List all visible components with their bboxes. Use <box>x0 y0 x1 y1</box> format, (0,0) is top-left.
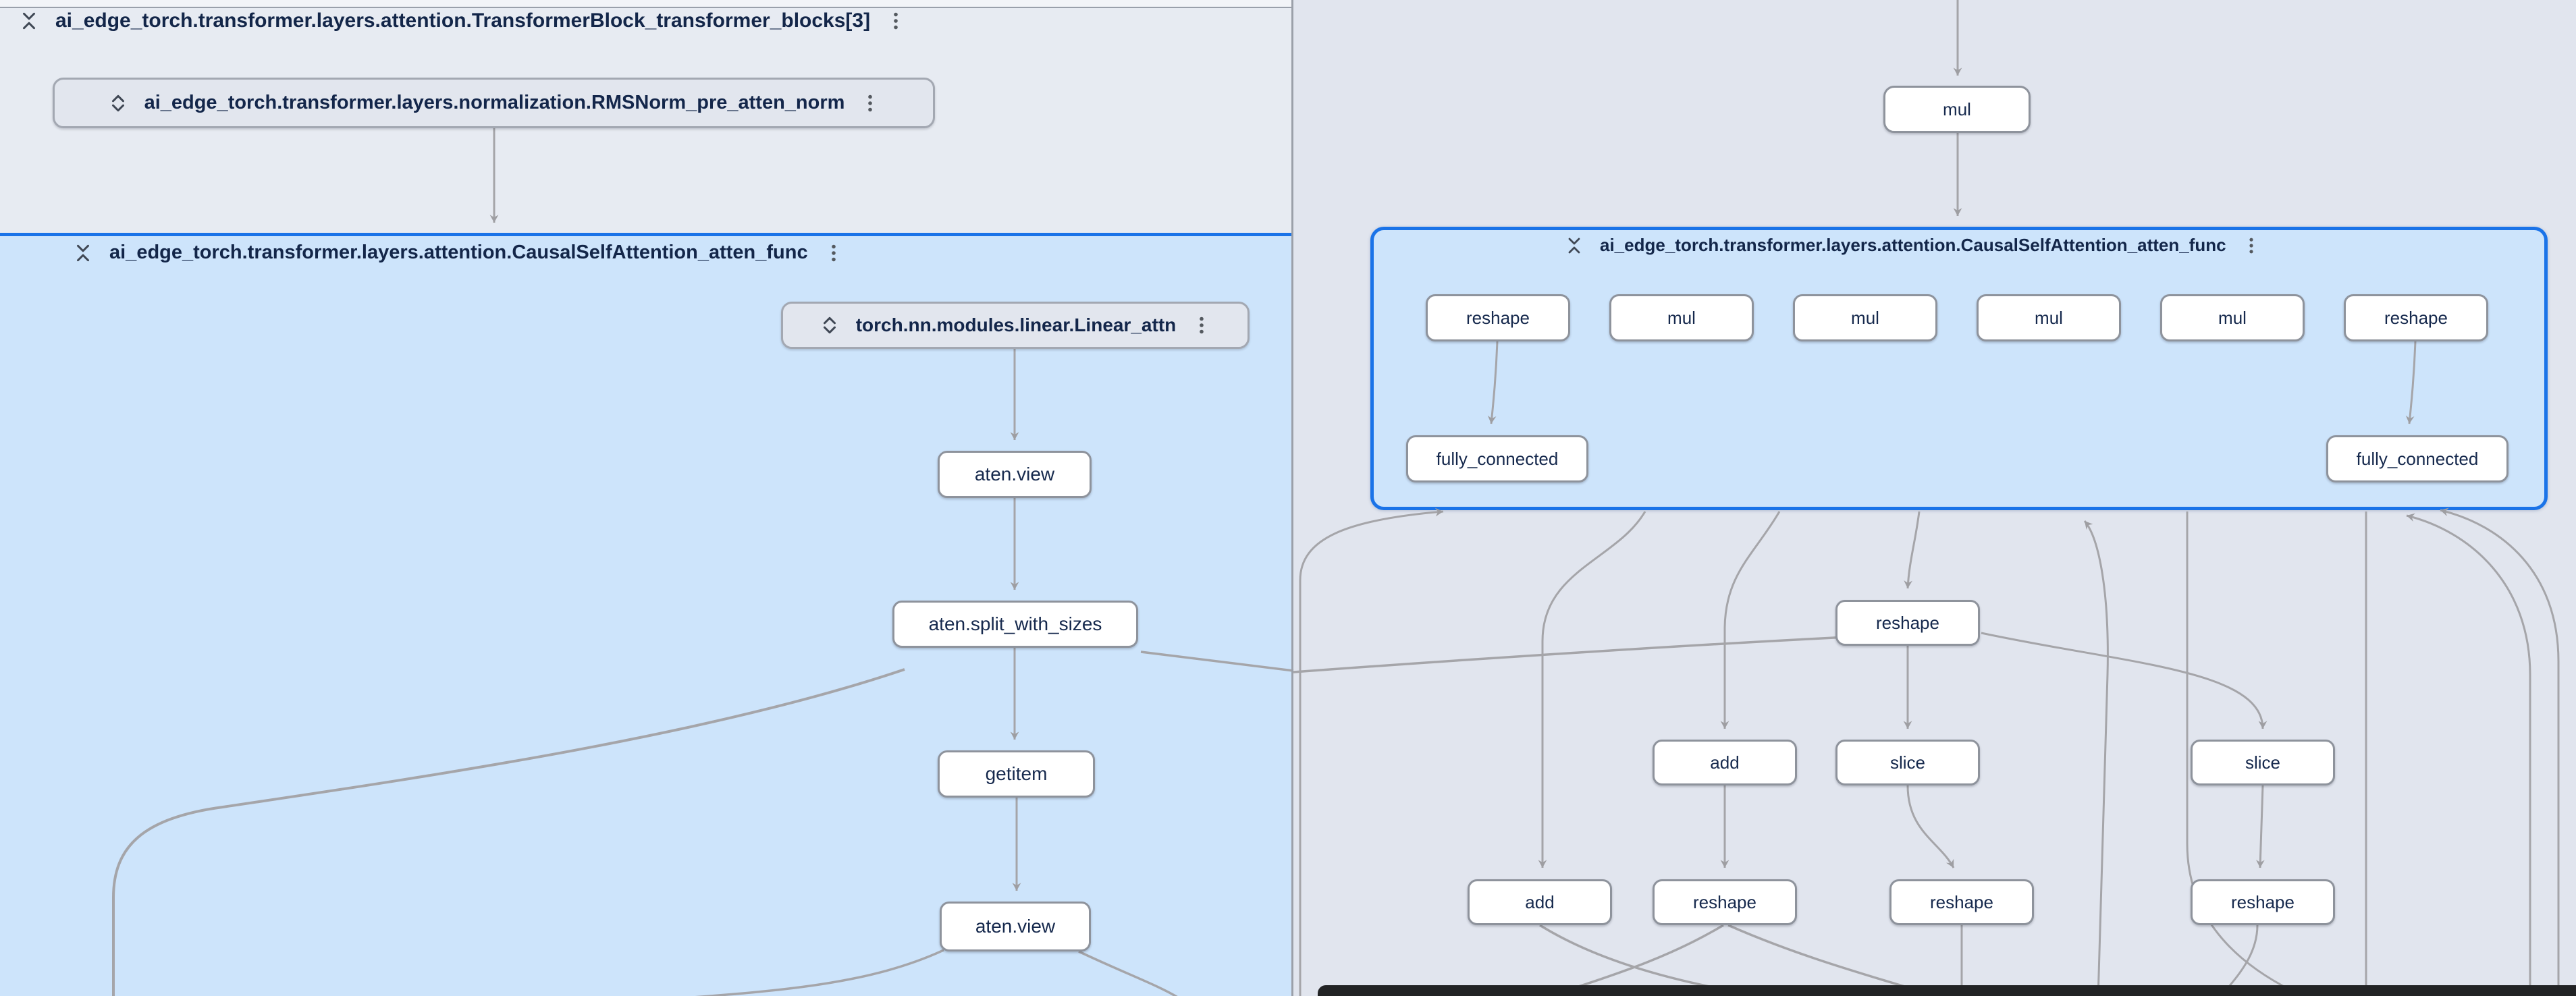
op-node-label: fully_connected <box>2356 448 2479 469</box>
op-node-mul-top[interactable]: mul <box>1883 86 2031 133</box>
op-node-label: aten.view <box>974 464 1055 485</box>
op-node-reshape-row1-left[interactable]: reshape <box>1426 294 1570 341</box>
op-node-add-2[interactable]: add <box>1468 879 1612 925</box>
op-node-mul-2[interactable]: mul <box>1793 294 1937 341</box>
op-node-fully-connected-right[interactable]: fully_connected <box>2326 435 2508 482</box>
op-node-label: mul <box>1667 307 1696 328</box>
op-node-aten-view-1[interactable]: aten.view <box>938 451 1092 498</box>
op-node-reshape-b3[interactable]: reshape <box>2191 879 2335 925</box>
kebab-menu-icon[interactable] <box>824 244 843 262</box>
op-node-label: reshape <box>1466 307 1530 328</box>
unfold-more-icon[interactable] <box>820 315 840 335</box>
group-header-causal-self-attention-right[interactable]: ai_edge_torch.transformer.layers.attenti… <box>1565 235 2260 256</box>
pane-divider[interactable] <box>1291 0 1293 996</box>
group-node-linear-attn[interactable]: torch.nn.modules.linear.Linear_attn <box>781 302 1250 349</box>
op-node-label: reshape <box>1876 612 1939 633</box>
op-node-fully-connected-left[interactable]: fully_connected <box>1406 435 1588 482</box>
kebab-menu-icon[interactable] <box>886 11 905 30</box>
unfold-less-icon[interactable] <box>73 243 93 263</box>
op-node-slice-2[interactable]: slice <box>2191 740 2335 785</box>
kebab-menu-icon[interactable] <box>2243 237 2260 254</box>
op-node-label: reshape <box>2384 307 2448 328</box>
op-node-reshape-row1-right[interactable]: reshape <box>2344 294 2488 341</box>
kebab-menu-icon[interactable] <box>1192 316 1211 335</box>
unfold-less-icon[interactable] <box>1565 236 1584 255</box>
op-node-label: reshape <box>1930 891 1993 912</box>
op-node-add-1[interactable]: add <box>1653 740 1797 785</box>
op-node-label: mul <box>2218 307 2247 328</box>
op-node-label: mul <box>1851 307 1879 328</box>
op-node-label: slice <box>1889 752 1925 773</box>
op-node-mul-4[interactable]: mul <box>2160 294 2305 341</box>
group-header-causal-self-attention-left[interactable]: ai_edge_torch.transformer.layers.attenti… <box>73 242 843 264</box>
op-node-label: slice <box>2245 752 2280 773</box>
op-node-mul-3[interactable]: mul <box>1977 294 2121 341</box>
op-node-label: aten.split_with_sizes <box>928 613 1102 634</box>
op-node-label: getitem <box>985 763 1048 784</box>
group-node-label: torch.nn.modules.linear.Linear_attn <box>855 314 1177 335</box>
group-title: ai_edge_torch.transformer.layers.attenti… <box>109 242 808 263</box>
op-node-label: aten.view <box>975 916 1056 937</box>
unfold-more-icon[interactable] <box>108 93 128 113</box>
op-node-label: mul <box>2035 307 2063 328</box>
op-node-aten-view-2[interactable]: aten.view <box>940 902 1091 951</box>
op-node-reshape-mid[interactable]: reshape <box>1835 600 1980 646</box>
op-node-label: mul <box>1943 99 1971 119</box>
op-node-label: add <box>1525 891 1555 912</box>
op-node-reshape-b1[interactable]: reshape <box>1653 879 1797 925</box>
group-header-transformer-block[interactable]: ai_edge_torch.transformer.layers.attenti… <box>19 9 905 32</box>
op-node-label: add <box>1710 752 1740 773</box>
op-node-label: reshape <box>2231 891 2295 912</box>
op-node-label: reshape <box>1693 891 1756 912</box>
group-title: ai_edge_torch.transformer.layers.attenti… <box>55 9 871 32</box>
op-node-mul-1[interactable]: mul <box>1609 294 1754 341</box>
op-node-slice-1[interactable]: slice <box>1835 740 1980 785</box>
group-node-rms-norm[interactable]: ai_edge_torch.transformer.layers.normali… <box>53 78 935 128</box>
op-node-label: fully_connected <box>1436 448 1559 469</box>
op-node-getitem[interactable]: getitem <box>938 750 1095 798</box>
op-node-reshape-b2[interactable]: reshape <box>1889 879 2034 925</box>
group-title: ai_edge_torch.transformer.layers.attenti… <box>1600 235 2226 255</box>
group-node-label: ai_edge_torch.transformer.layers.normali… <box>144 92 845 113</box>
op-node-aten-split-with-sizes[interactable]: aten.split_with_sizes <box>892 601 1138 648</box>
kebab-menu-icon[interactable] <box>861 94 880 113</box>
unfold-less-icon[interactable] <box>19 11 39 31</box>
bottom-sheet-bar[interactable] <box>1318 985 2576 996</box>
